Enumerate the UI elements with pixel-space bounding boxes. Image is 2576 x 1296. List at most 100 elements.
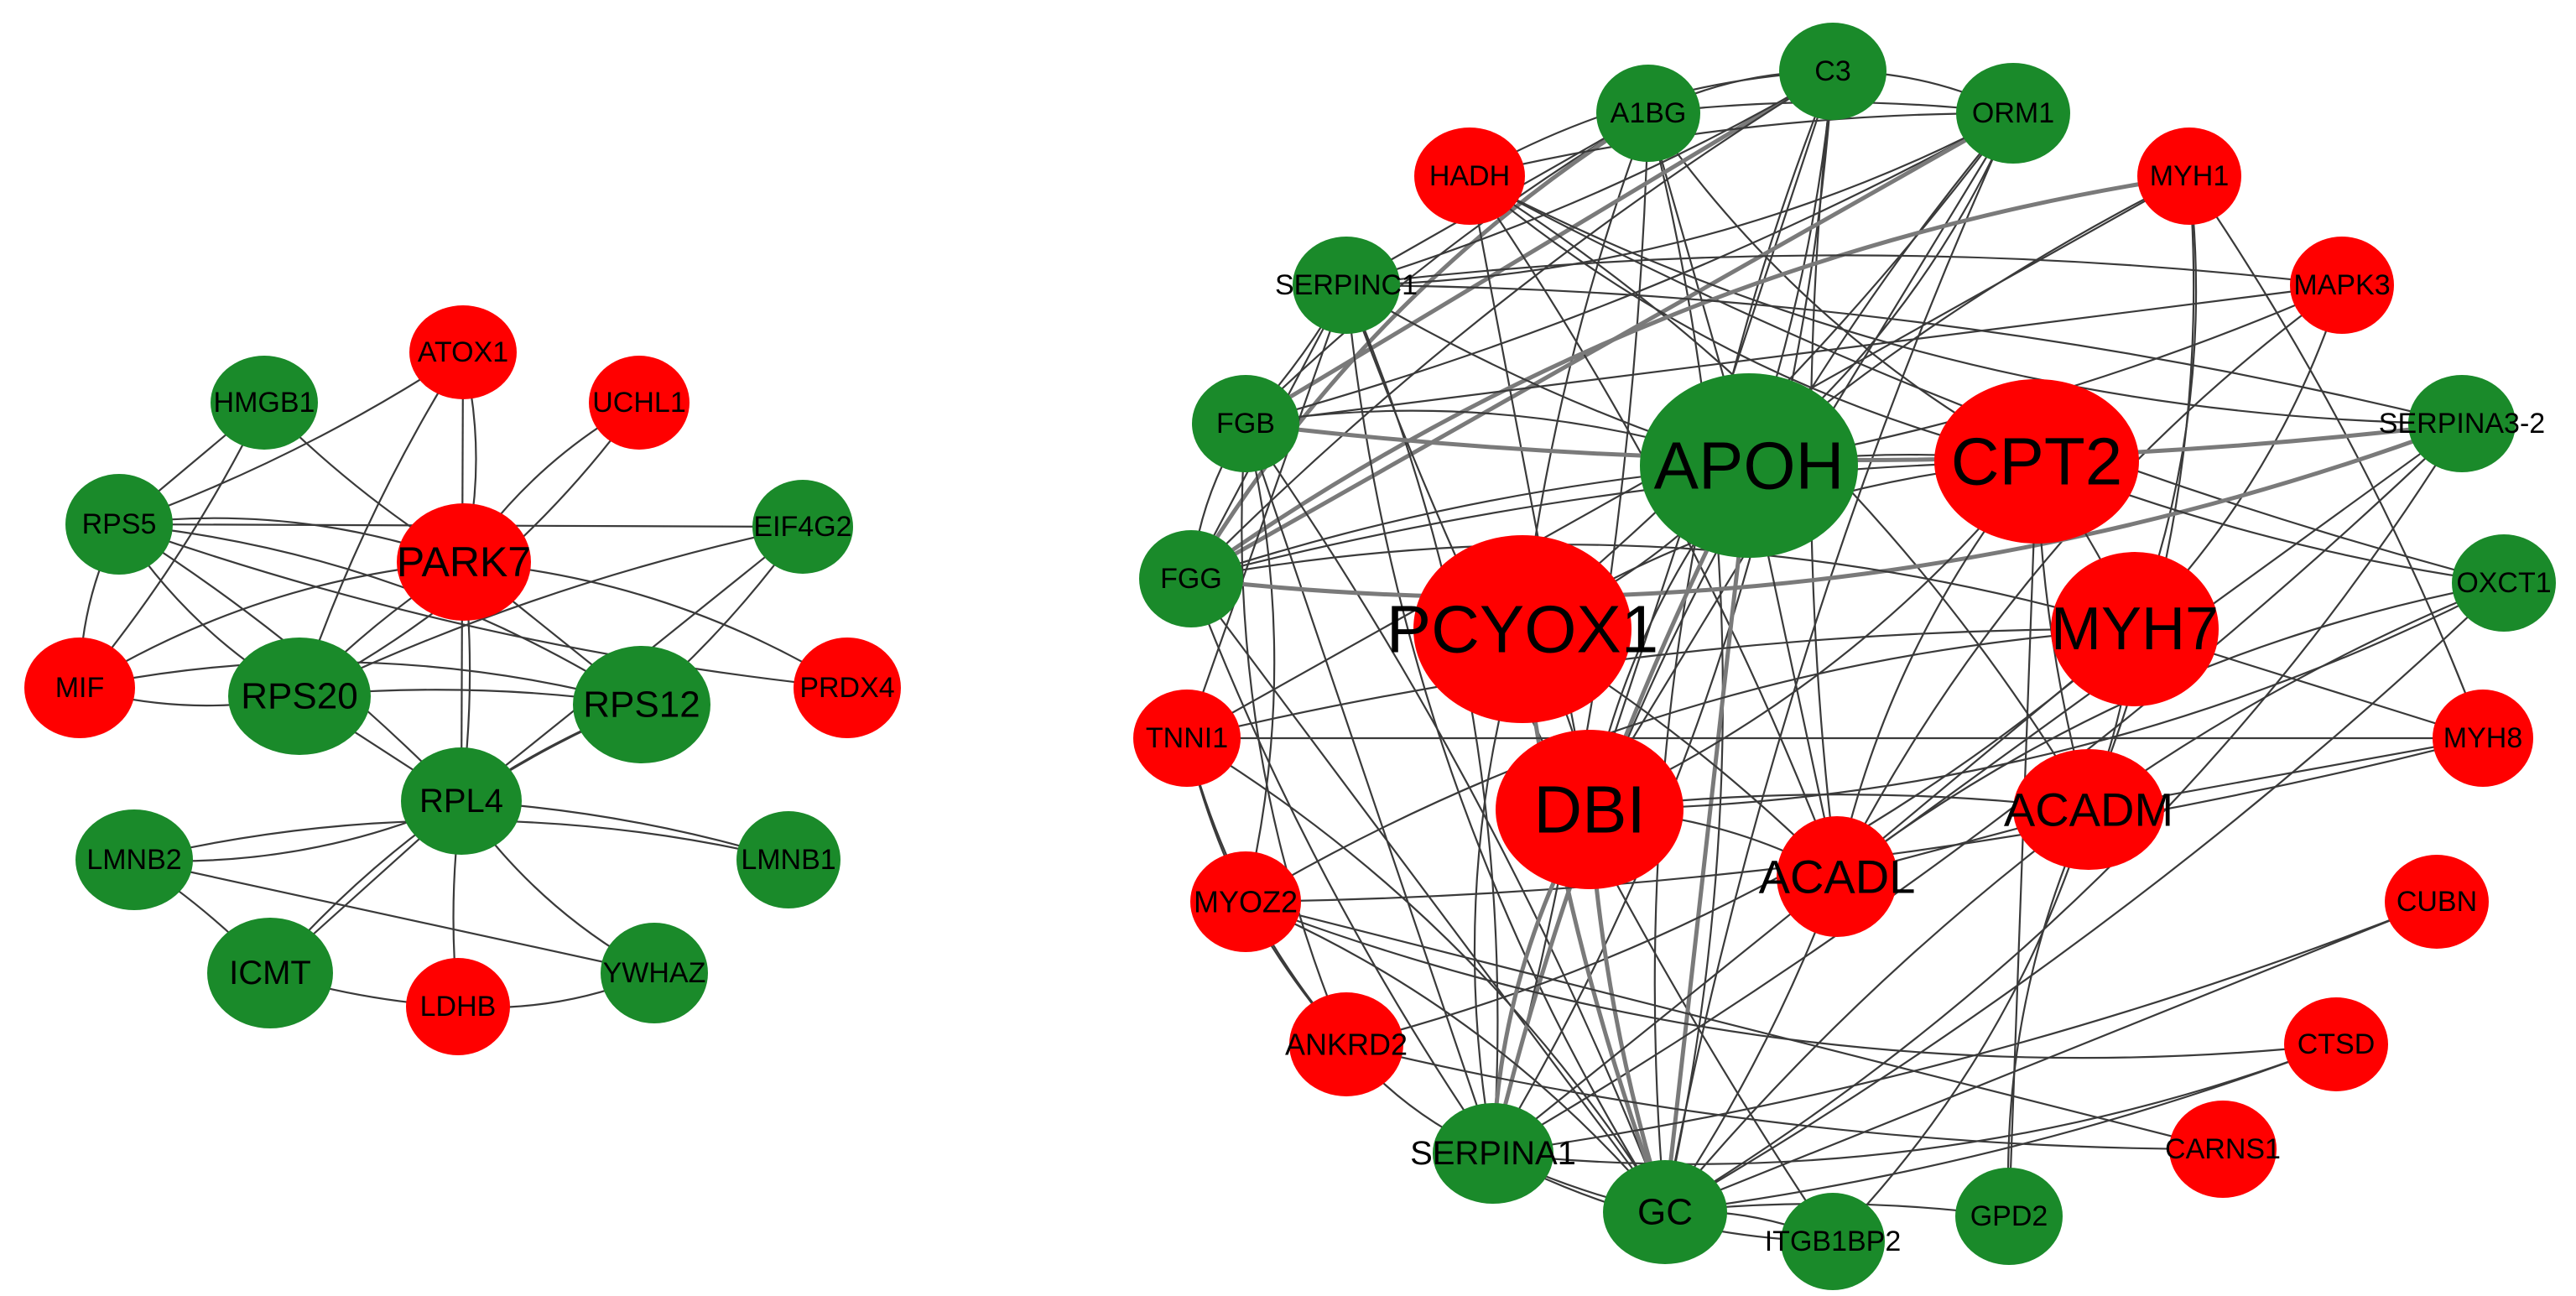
node-cubn[interactable]: CUBN	[2385, 855, 2489, 949]
node-ldhb-ellipse	[406, 958, 510, 1055]
edge-serpinc1-tnni1	[1185, 284, 1348, 739]
node-ankrd2-label: ANKRD2	[1285, 1028, 1408, 1062]
node-myh7[interactable]: MYH7	[2051, 552, 2219, 706]
edge-mapk3-fgb	[1245, 284, 2343, 425]
edge-cubn-serpina1	[1492, 900, 2438, 1155]
node-uchl1[interactable]: UCHL1	[589, 356, 690, 450]
edge-apoh-gc	[1663, 465, 1751, 1213]
node-carns1-ellipse	[2169, 1101, 2277, 1198]
node-tnni1[interactable]: TNNI1	[1133, 690, 1241, 787]
node-tnni1-ellipse	[1133, 690, 1241, 787]
node-park7[interactable]: PARK7	[397, 503, 531, 621]
node-ldhb[interactable]: LDHB	[406, 958, 510, 1055]
node-rps20-label: RPS20	[241, 676, 357, 717]
node-oxct1[interactable]: OXCT1	[2452, 534, 2556, 632]
edge-myh1-myh8	[2188, 175, 2485, 739]
node-ywhaz[interactable]: YWHAZ	[601, 923, 708, 1023]
edge-oxct1-gc	[1664, 582, 2505, 1213]
node-dbi-ellipse	[1496, 730, 1684, 889]
node-a1bg-ellipse	[1596, 65, 1700, 162]
node-acadl-ellipse	[1777, 816, 1897, 937]
node-rps5-label: RPS5	[82, 508, 157, 540]
node-gc[interactable]: GC	[1603, 1160, 1727, 1264]
node-c3[interactable]: C3	[1779, 23, 1886, 120]
edge-myoz2-ctsd	[1245, 900, 2337, 1059]
node-icmt[interactable]: ICMT	[207, 918, 333, 1028]
node-rps20[interactable]: RPS20	[228, 638, 371, 755]
node-apoh[interactable]: APOH	[1640, 373, 1858, 558]
node-carns1[interactable]: CARNS1	[2165, 1101, 2281, 1198]
edge-fgb-myoz2	[1244, 423, 1276, 903]
node-ywhaz-label: YWHAZ	[603, 957, 706, 989]
node-a1bg-label: A1BG	[1611, 97, 1687, 129]
node-orm1-label: ORM1	[1972, 97, 2054, 129]
node-ankrd2[interactable]: ANKRD2	[1285, 992, 1408, 1096]
node-dbi-label: DBI	[1533, 773, 1645, 847]
node-pcyox1[interactable]: PCYOX1	[1387, 535, 1659, 723]
node-rps5[interactable]: RPS5	[65, 474, 173, 575]
node-dbi[interactable]: DBI	[1496, 730, 1684, 889]
node-itgb1bp2[interactable]: ITGB1BP2	[1765, 1193, 1902, 1290]
node-apoh-ellipse	[1640, 373, 1858, 558]
node-mif-label: MIF	[55, 672, 105, 704]
node-myoz2[interactable]: MYOZ2	[1190, 851, 1301, 952]
edge-ctsd-serpina1	[1492, 1043, 2337, 1165]
edge-hadh-serpina3-2	[1469, 175, 2463, 425]
node-ctsd[interactable]: CTSD	[2284, 997, 2388, 1091]
node-carns1-label: CARNS1	[2165, 1133, 2281, 1165]
node-eif4g2-ellipse	[752, 480, 853, 574]
node-fgg[interactable]: FGG	[1139, 530, 1243, 627]
node-icmt-ellipse	[207, 918, 333, 1028]
node-myh7-label: MYH7	[2051, 596, 2219, 663]
node-prdx4[interactable]: PRDX4	[794, 638, 901, 738]
node-gpd2[interactable]: GPD2	[1955, 1168, 2063, 1265]
edge-tnni1-gc	[1186, 737, 1666, 1213]
node-acadl[interactable]: ACADL	[1759, 816, 1916, 937]
node-prdx4-label: PRDX4	[799, 672, 894, 704]
node-rps12-label: RPS12	[583, 684, 700, 726]
node-myh8[interactable]: MYH8	[2433, 690, 2533, 787]
node-ywhaz-ellipse	[601, 923, 708, 1023]
node-a1bg[interactable]: A1BG	[1596, 65, 1700, 162]
node-hmgb1-label: HMGB1	[214, 387, 315, 419]
edge-myh7-tnni1	[1186, 627, 2136, 740]
edge-acadm-gc	[1664, 809, 2089, 1213]
edge-carns1-myoz2	[1245, 900, 2224, 1151]
node-serpina3-2[interactable]: SERPINA3-2	[2379, 375, 2545, 472]
node-fgb[interactable]: FGB	[1192, 375, 1299, 472]
node-hmgb1[interactable]: HMGB1	[211, 356, 318, 450]
node-mapk3[interactable]: MAPK3	[2290, 237, 2394, 334]
edge-fgg-serpina1	[1189, 578, 1494, 1154]
node-myh1[interactable]: MYH1	[2137, 128, 2241, 225]
node-fgg-label: FGG	[1160, 563, 1222, 595]
edge-ctsd-gc	[1664, 1043, 2337, 1214]
node-orm1-ellipse	[1956, 63, 2070, 164]
node-eif4g2[interactable]: EIF4G2	[752, 480, 853, 574]
node-mif-ellipse	[24, 638, 135, 738]
node-lmnb1[interactable]: LMNB1	[736, 811, 840, 908]
node-rpl4[interactable]: RPL4	[401, 747, 522, 855]
node-lmnb2[interactable]: LMNB2	[75, 809, 193, 910]
node-serpinc1[interactable]: SERPINC1	[1275, 237, 1418, 334]
edge-serpinc1-serpina3-2	[1345, 284, 2463, 425]
node-orm1[interactable]: ORM1	[1956, 63, 2070, 164]
node-cpt2[interactable]: CPT2	[1934, 379, 2139, 544]
edge-mapk3-acadl	[1836, 284, 2343, 877]
edge-serpina3-2-serpina1	[1492, 423, 2463, 1154]
node-mif[interactable]: MIF	[24, 638, 135, 738]
node-myoz2-ellipse	[1190, 851, 1301, 952]
node-serpina1-ellipse	[1433, 1103, 1553, 1204]
node-fgg-ellipse	[1139, 530, 1243, 627]
node-itgb1bp2-label: ITGB1BP2	[1765, 1226, 1902, 1257]
node-prdx4-ellipse	[794, 638, 901, 738]
node-rps12[interactable]: RPS12	[573, 646, 710, 763]
node-myh7-ellipse	[2051, 552, 2219, 706]
node-acadm[interactable]: ACADM	[2004, 749, 2173, 870]
node-cpt2-ellipse	[1934, 379, 2139, 544]
node-serpina1[interactable]: SERPINA1	[1410, 1103, 1576, 1204]
node-atox1[interactable]: ATOX1	[409, 305, 517, 399]
node-hadh[interactable]: HADH	[1414, 128, 1525, 225]
edge-cubn-gc	[1664, 900, 2438, 1214]
node-atox1-ellipse	[409, 305, 517, 399]
